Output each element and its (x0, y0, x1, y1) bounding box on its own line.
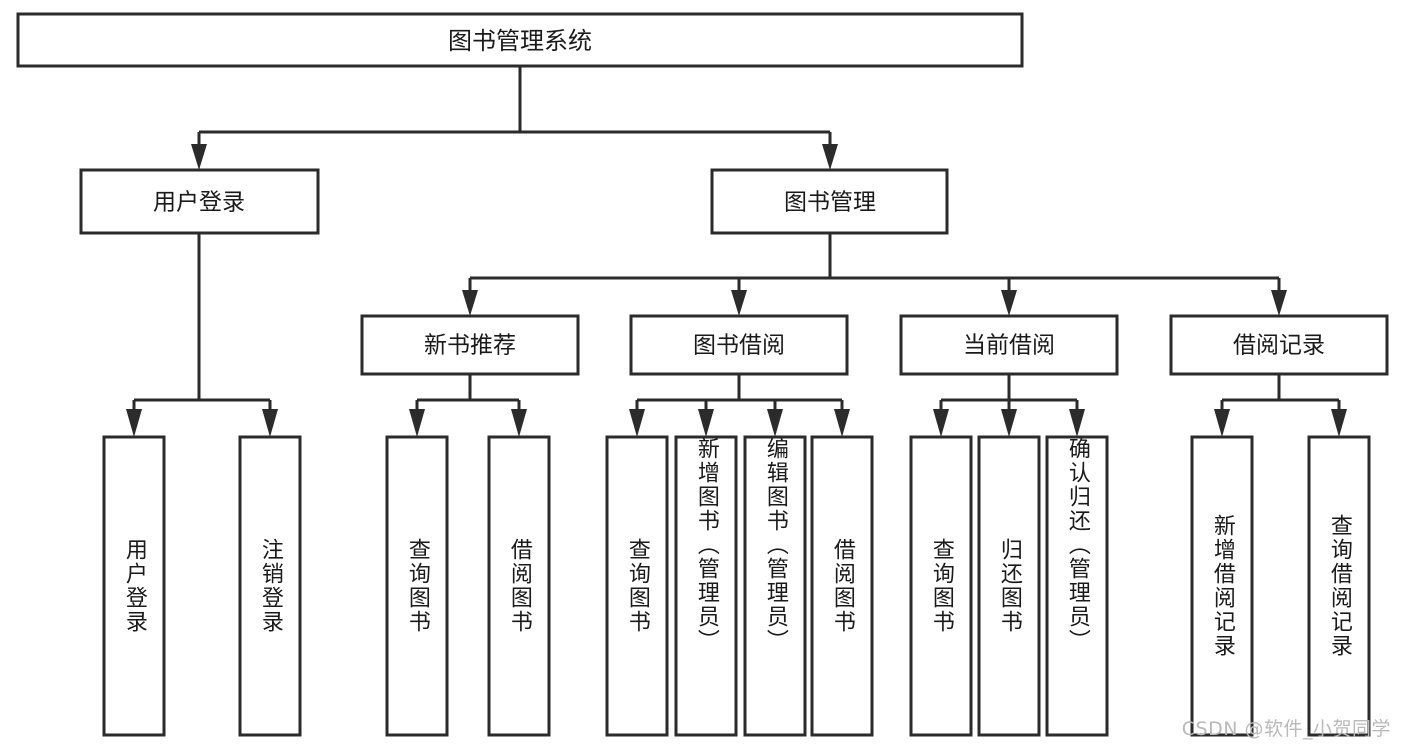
watermark: CSDN @软件_小贺同学 (1181, 718, 1391, 740)
leaf-box-add-book-admin[interactable] (674, 435, 738, 737)
leaf-box-query-record[interactable] (1307, 435, 1371, 737)
arrow-head-borrow-record (1271, 290, 1287, 316)
connector-user-login-to-leaves (126, 233, 278, 437)
leaf-box-borrow-book[interactable] (810, 435, 874, 737)
arrow-head-book-manage (822, 144, 838, 170)
node-book-manage-label: 图书管理 (784, 190, 876, 216)
node-book-manage-box[interactable] (710, 168, 949, 235)
node-user-login[interactable]: 用户登录 (79, 168, 320, 235)
node-root-box[interactable] (16, 12, 1024, 68)
arrow-head-leaf-6 (698, 409, 714, 437)
node-borrow-record[interactable]: 借阅记录 (1169, 314, 1389, 376)
arrow-head-leaf-4 (511, 409, 527, 437)
connector-new-book-to-leaves (409, 374, 527, 437)
leaf-boxes (102, 435, 1371, 737)
node-current-borrow-label: 当前借阅 (963, 333, 1055, 359)
node-new-book-recommend-box[interactable] (360, 314, 580, 376)
arrow-head-leaf-10 (1001, 409, 1017, 437)
arrow-head-leaf-5 (629, 409, 645, 437)
leaf-box-query-book-rec[interactable] (385, 435, 449, 737)
arrow-head-leaf-2 (262, 409, 278, 437)
node-new-book-recommend-label: 新书推荐 (424, 333, 516, 359)
connector-book-manage-to-level3 (462, 233, 1287, 316)
node-book-borrow[interactable]: 图书借阅 (629, 314, 849, 376)
arrow-head-new-book (462, 290, 478, 316)
leaf-box-user-login[interactable] (102, 435, 166, 737)
node-borrow-record-box[interactable] (1169, 314, 1389, 376)
node-current-borrow[interactable]: 当前借阅 (899, 314, 1119, 376)
node-user-login-box[interactable] (79, 168, 320, 235)
connector-root-to-level2 (191, 66, 838, 170)
connector-borrow-record-to-leaves (1214, 374, 1347, 437)
arrow-head-book-borrow (731, 290, 747, 316)
node-user-login-label: 用户登录 (153, 190, 245, 216)
node-borrow-record-label: 借阅记录 (1233, 333, 1325, 359)
leaf-box-logout[interactable] (238, 435, 302, 737)
node-new-book-recommend[interactable]: 新书推荐 (360, 314, 580, 376)
node-root[interactable]: 图书管理系统 (16, 12, 1024, 68)
arrow-head-leaf-13 (1331, 409, 1347, 437)
arrow-head-leaf-9 (933, 409, 949, 437)
connector-current-borrow-to-leaves (933, 374, 1085, 437)
arrow-head-leaf-11 (1069, 409, 1085, 437)
leaf-box-edit-book-admin[interactable] (743, 435, 807, 737)
arrow-head-leaf-8 (834, 409, 850, 437)
arrow-head-user-login (191, 144, 207, 170)
leaf-box-confirm-return-admin[interactable] (1045, 435, 1109, 737)
arrow-head-leaf-3 (409, 409, 425, 437)
node-root-label: 图书管理系统 (448, 27, 592, 55)
node-book-manage[interactable]: 图书管理 (710, 168, 949, 235)
leaf-box-return-book[interactable] (977, 435, 1041, 737)
arrow-head-current-borrow (1001, 290, 1017, 316)
connector-book-borrow-to-leaves (629, 374, 850, 437)
leaf-box-add-record[interactable] (1190, 435, 1254, 737)
leaf-box-query-book-current[interactable] (909, 435, 973, 737)
arrow-head-leaf-7 (767, 409, 783, 437)
leaf-box-query-book-borrow[interactable] (605, 435, 669, 737)
node-book-borrow-box[interactable] (629, 314, 849, 376)
arrow-head-leaf-1 (126, 409, 142, 437)
node-current-borrow-box[interactable] (899, 314, 1119, 376)
arrow-head-leaf-12 (1214, 409, 1230, 437)
node-book-borrow-label: 图书借阅 (693, 333, 785, 359)
leaf-box-borrow-book-rec[interactable] (487, 435, 551, 737)
